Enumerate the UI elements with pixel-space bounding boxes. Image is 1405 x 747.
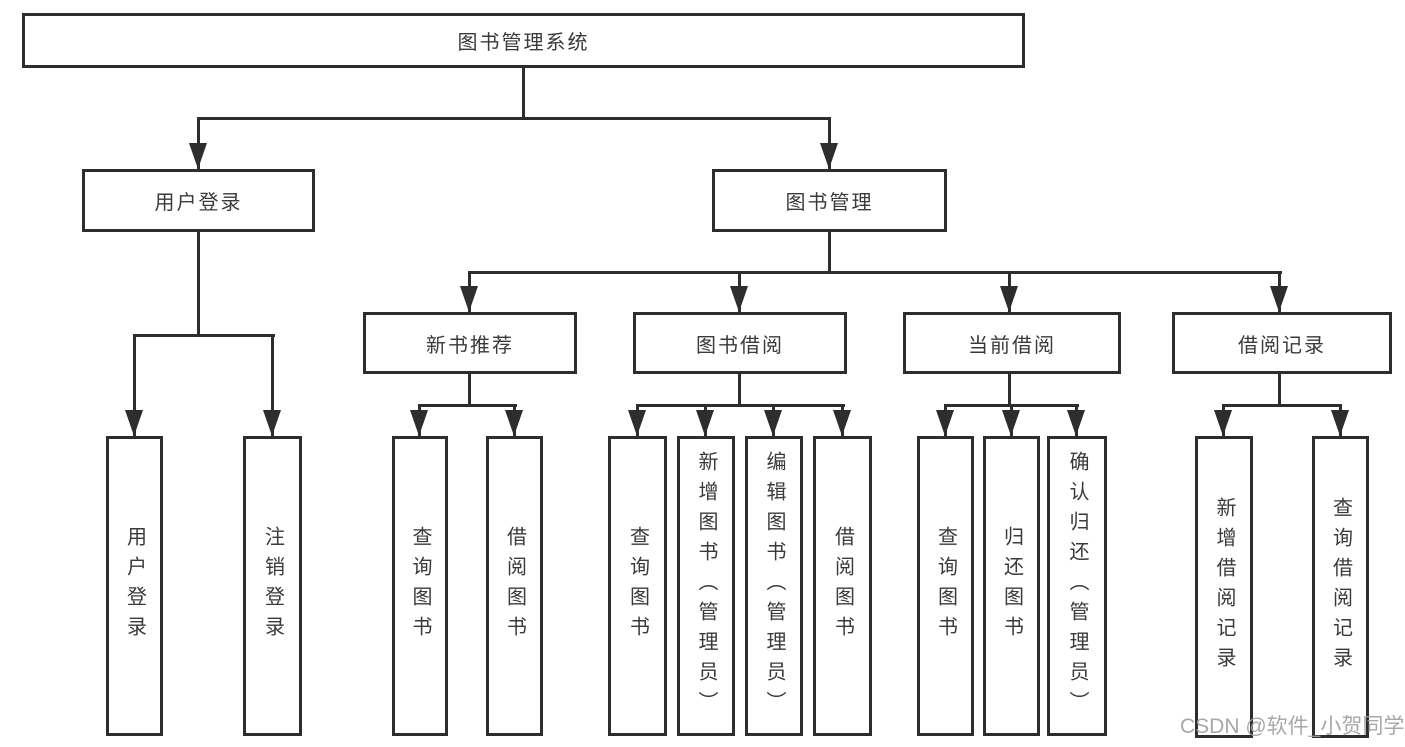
node-label: 用户登录 <box>154 192 243 214</box>
arrowhead-icon <box>1214 410 1232 436</box>
node-borrowing-records: 借阅记录 <box>1172 312 1392 374</box>
leaf-logout-login: 注销登录 <box>243 436 302 736</box>
node-library-management-system: 图书管理系统 <box>22 13 1025 68</box>
csdn-watermark: CSDN @软件_小贺同学 <box>1180 715 1405 738</box>
node-label: 新书推荐 <box>426 334 514 357</box>
connector-line <box>197 117 831 120</box>
leaf-add-books-admin: 新增图书（管理员） <box>677 436 735 736</box>
node-label: 查询图书 <box>934 526 957 646</box>
arrowhead-icon <box>1002 410 1020 436</box>
arrowhead-icon <box>125 410 143 436</box>
connector-line <box>271 335 274 436</box>
node-new-book-recommendation: 新书推荐 <box>363 312 577 374</box>
arrowhead-icon <box>764 410 782 436</box>
connector-line <box>1278 374 1281 405</box>
arrowhead-icon <box>1067 410 1085 436</box>
node-label: 归还图书 <box>1000 526 1023 646</box>
leaf-borrow-books: 借阅图书 <box>813 436 872 736</box>
connector-line <box>738 374 741 405</box>
arrowhead-icon <box>1000 286 1018 312</box>
node-label: 借阅图书 <box>831 526 854 646</box>
node-label: 查询借阅记录 <box>1329 497 1352 677</box>
node-label: 查询图书 <box>626 526 649 646</box>
node-label: 当前借阅 <box>968 334 1056 357</box>
connector-line <box>1222 404 1342 407</box>
arrowhead-icon <box>820 143 838 169</box>
arrowhead-icon <box>730 286 748 312</box>
leaf-borrow-books-recommend: 借阅图书 <box>486 436 543 736</box>
connector-line <box>522 68 525 118</box>
leaf-confirm-return-admin: 确认归还（管理员） <box>1047 436 1107 736</box>
leaf-add-borrow-record: 新增借阅记录 <box>1195 436 1253 738</box>
connector-line <box>133 335 136 436</box>
node-label: 编辑图书（管理员） <box>763 451 785 721</box>
node-book-borrowing: 图书借阅 <box>633 312 847 374</box>
node-label: 借阅记录 <box>1238 334 1326 357</box>
node-user-login: 用户登录 <box>82 169 315 232</box>
node-label: 注销登录 <box>261 526 284 646</box>
node-label: 图书借阅 <box>696 334 784 357</box>
arrowhead-icon <box>1331 410 1349 436</box>
node-label: 新增借阅记录 <box>1213 497 1235 677</box>
node-label: 图书管理系统 <box>457 32 590 54</box>
leaf-return-books: 归还图书 <box>983 436 1040 736</box>
node-label: 确认归还（管理员） <box>1066 451 1088 721</box>
leaf-edit-books-admin: 编辑图书（管理员） <box>745 436 803 736</box>
arrowhead-icon <box>696 410 714 436</box>
connector-line <box>828 232 831 272</box>
node-current-borrowing: 当前借阅 <box>903 312 1121 374</box>
connector-line <box>636 404 845 407</box>
arrowhead-icon <box>460 286 478 312</box>
connector-line <box>468 271 1282 274</box>
node-label: 查询图书 <box>409 526 431 646</box>
connector-line <box>197 232 200 335</box>
connector-line <box>1008 374 1011 405</box>
arrowhead-icon <box>936 410 954 436</box>
connector-line <box>468 374 471 405</box>
connector-line <box>418 404 517 407</box>
arrowhead-icon <box>410 410 428 436</box>
leaf-query-books-borrowing: 查询图书 <box>608 436 667 736</box>
leaf-query-borrow-record: 查询借阅记录 <box>1312 436 1369 738</box>
arrowhead-icon <box>833 410 851 436</box>
leaf-query-books-recommend: 查询图书 <box>392 436 448 736</box>
node-label: 用户登录 <box>123 526 146 646</box>
node-label: 新增图书（管理员） <box>695 451 717 721</box>
arrowhead-icon <box>1270 286 1288 312</box>
node-label: 图书管理 <box>785 192 874 214</box>
leaf-user-login: 用户登录 <box>106 436 163 736</box>
node-book-management: 图书管理 <box>712 169 947 232</box>
arrowhead-icon <box>189 143 207 169</box>
leaf-query-books-current: 查询图书 <box>917 436 974 736</box>
node-label: 借阅图书 <box>503 526 526 646</box>
arrowhead-icon <box>263 410 281 436</box>
connector-line <box>133 334 275 337</box>
arrowhead-icon <box>628 410 646 436</box>
arrowhead-icon <box>505 410 523 436</box>
